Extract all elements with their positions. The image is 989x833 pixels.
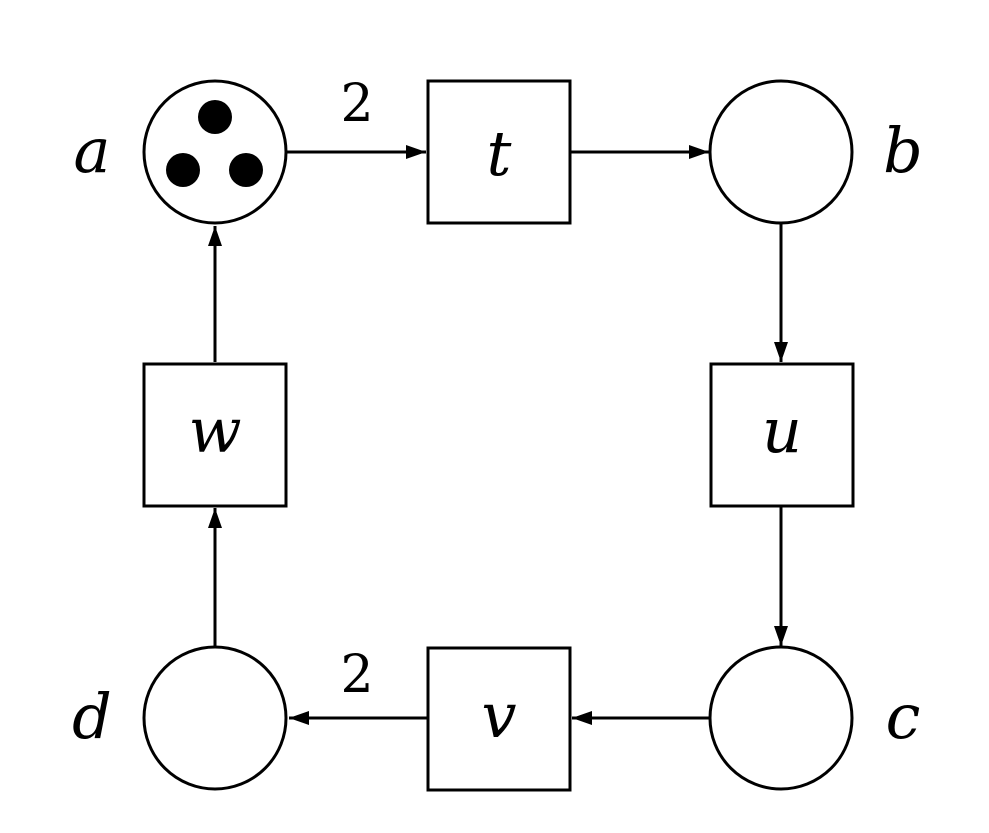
arc-weight-a-t: 2: [340, 74, 373, 134]
transition-label-w: w: [188, 394, 241, 467]
token: [229, 153, 263, 187]
transition-w: [142, 362, 288, 508]
transition-label-u: u: [762, 394, 802, 467]
place-a-tokens: [166, 100, 263, 187]
place-label-c: c: [886, 680, 921, 753]
transition-u: [709, 362, 855, 508]
token: [166, 153, 200, 187]
place-d: [142, 645, 288, 791]
place-label-d: d: [72, 680, 112, 753]
place-label-a: a: [74, 114, 111, 187]
place-a: [142, 79, 288, 225]
place-b: [708, 79, 854, 225]
token: [198, 100, 232, 134]
transition-t: [426, 79, 572, 225]
transition-label-v: v: [481, 679, 516, 752]
arc-weight-v-d: 2: [340, 645, 373, 705]
place-c: [708, 645, 854, 791]
place-label-b: b: [883, 114, 923, 187]
transition-v: [426, 646, 572, 792]
transition-label-t: t: [487, 117, 512, 190]
